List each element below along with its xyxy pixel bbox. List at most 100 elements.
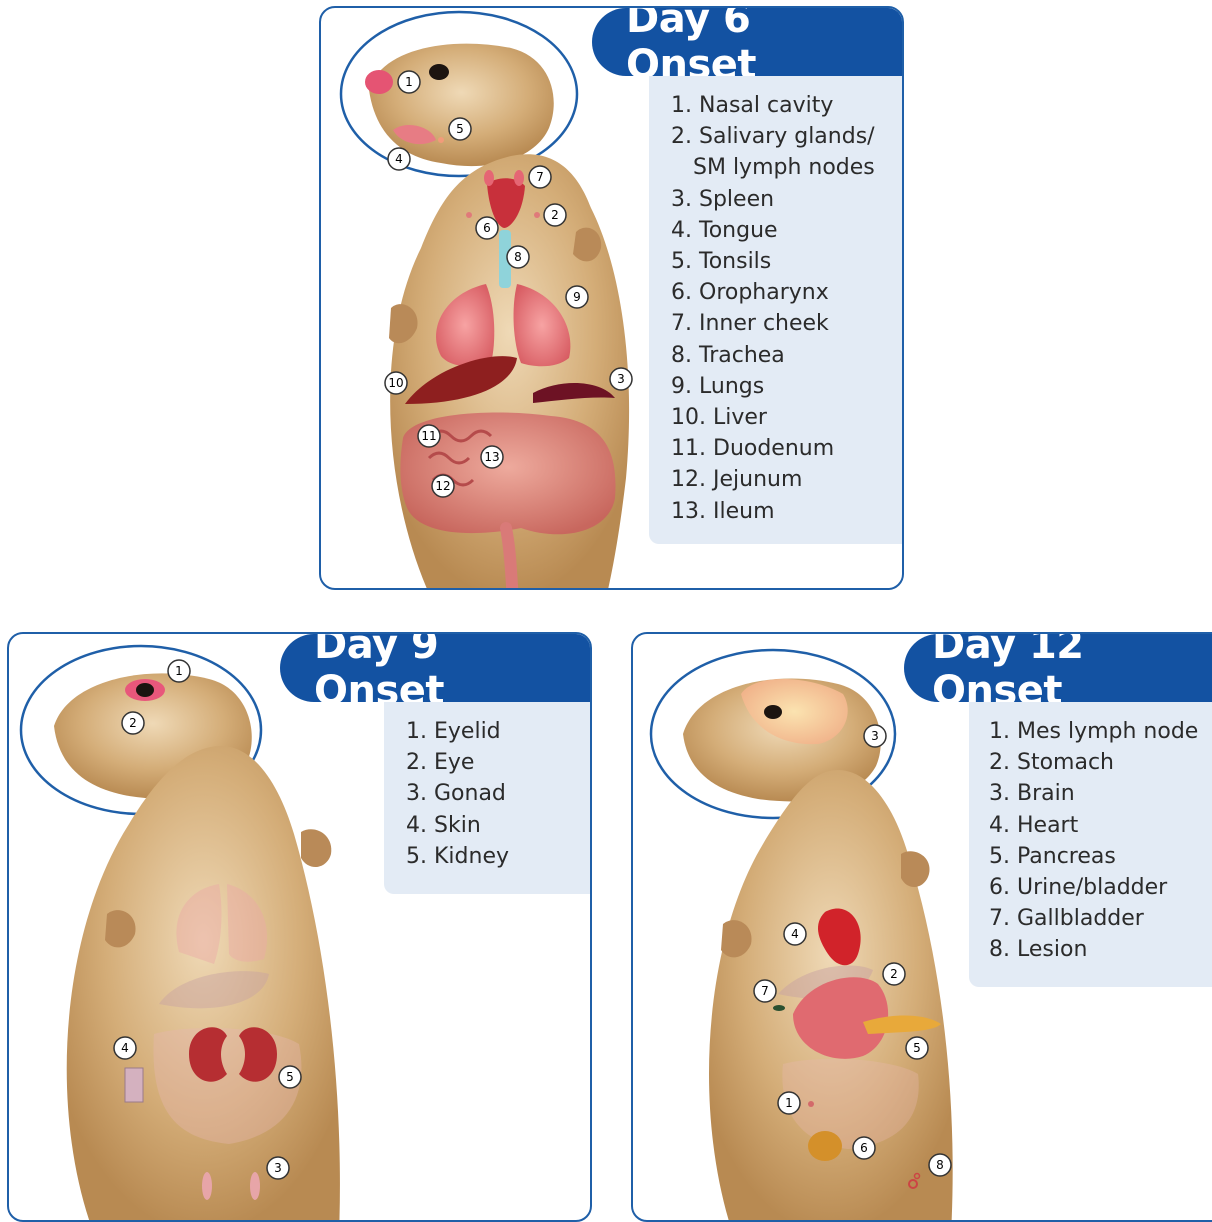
legend-item: 8. Trachea xyxy=(671,340,902,371)
marker-label: 7 xyxy=(761,984,769,998)
marker-circle: 9 xyxy=(566,286,588,308)
marker-label: 12 xyxy=(435,479,450,493)
marker-label: 2 xyxy=(129,716,137,730)
gonad-right xyxy=(250,1172,260,1200)
legend-text: Salivary glands/ xyxy=(699,124,875,149)
marker-circle: 6 xyxy=(853,1137,875,1159)
marker-circle: 5 xyxy=(449,118,471,140)
legend-item: 7. Gallbladder xyxy=(989,903,1212,934)
legend-text: Nasal cavity xyxy=(699,93,833,118)
legend-text: Lesion xyxy=(1017,937,1087,962)
legend-text: Duodenum xyxy=(713,436,834,461)
legend-text: Kidney xyxy=(434,844,509,869)
legend-item: 6. Urine/bladder xyxy=(989,872,1212,903)
legend-number: 2. xyxy=(989,747,1010,778)
marker-circle: 2 xyxy=(544,204,566,226)
legend-item: 5. Tonsils xyxy=(671,246,902,277)
marker-circle: 5 xyxy=(906,1037,928,1059)
marker-label: 6 xyxy=(860,1141,868,1155)
bladder-organ xyxy=(808,1131,842,1161)
legend-box: 1. Nasal cavity 2. Salivary glands/ SM l… xyxy=(649,76,902,544)
marker-circle: 3 xyxy=(610,368,632,390)
legend-number: 5. xyxy=(671,246,692,277)
legend-number: 3. xyxy=(989,778,1010,809)
legend-text: Heart xyxy=(1017,813,1078,838)
marker-circle: 7 xyxy=(754,980,776,1002)
panel-title: Day 6 Onset xyxy=(592,8,902,76)
inner-cheek-right xyxy=(514,170,524,186)
legend-number: 6. xyxy=(989,872,1010,903)
legend-number: 1. xyxy=(989,716,1010,747)
mes-lymph-node-organ xyxy=(808,1101,814,1107)
marker-circle: 1 xyxy=(778,1092,800,1114)
legend-item: 11. Duodenum xyxy=(671,433,902,464)
legend-number: 12. xyxy=(671,464,706,495)
legend-text: Ileum xyxy=(713,499,775,524)
marker-label: 8 xyxy=(936,1158,944,1172)
legend-text: Eyelid xyxy=(434,719,501,744)
legend-number: 3. xyxy=(406,778,427,809)
legend-item: 2. Eye xyxy=(406,747,590,778)
marker-circle: 3 xyxy=(864,725,886,747)
marker-label: 5 xyxy=(913,1041,921,1055)
legend-text: Liver xyxy=(713,405,767,430)
legend-text: Trachea xyxy=(699,343,785,368)
eye xyxy=(136,683,154,697)
marker-label: 8 xyxy=(514,250,522,264)
legend-item: 2. Salivary glands/ xyxy=(671,121,902,152)
marker-circle: 1 xyxy=(398,71,420,93)
salivary-gland-left xyxy=(466,212,472,218)
marker-label: 9 xyxy=(573,290,581,304)
legend-text: Eye xyxy=(434,750,474,775)
legend-text: Urine/bladder xyxy=(1017,875,1167,900)
legend-box: 1. Mes lymph node 2. Stomach 3. Brain 4.… xyxy=(969,702,1212,987)
salivary-gland-right xyxy=(534,212,540,218)
legend-item: 4. Skin xyxy=(406,810,590,841)
marker-label: 3 xyxy=(871,729,879,743)
legend-text: Oropharynx xyxy=(699,280,829,305)
legend-item: 3. Brain xyxy=(989,778,1212,809)
legend-number: 1. xyxy=(406,716,427,747)
legend-number: 9. xyxy=(671,371,692,402)
legend-number: 6. xyxy=(671,277,692,308)
legend-item: 7. Inner cheek xyxy=(671,308,902,339)
legend-number: 5. xyxy=(989,841,1010,872)
marker-label: 4 xyxy=(791,927,799,941)
legend-text: Lungs xyxy=(699,374,764,399)
legend-item: 4. Tongue xyxy=(671,215,902,246)
legend-text: Stomach xyxy=(1017,750,1114,775)
legend-text: Spleen xyxy=(699,187,774,212)
legend-number: 1. xyxy=(671,90,692,121)
marker-label: 7 xyxy=(536,170,544,184)
right-paw xyxy=(301,829,331,867)
marker-circle: 7 xyxy=(529,166,551,188)
marker-circle: 3 xyxy=(267,1157,289,1179)
marker-label: 3 xyxy=(274,1161,282,1175)
legend-list: 1. Mes lymph node 2. Stomach 3. Brain 4.… xyxy=(989,716,1212,966)
legend-number: 8. xyxy=(671,340,692,371)
marker-label: 1 xyxy=(785,1096,793,1110)
legend-item: 1. Nasal cavity xyxy=(671,90,902,121)
legend-number: 7. xyxy=(989,903,1010,934)
marker-circle: 4 xyxy=(114,1037,136,1059)
legend-item: 5. Kidney xyxy=(406,841,590,872)
legend-item: 3. Gonad xyxy=(406,778,590,809)
legend-item: 1. Mes lymph node xyxy=(989,716,1212,747)
legend-item: 2. Stomach xyxy=(989,747,1212,778)
marker-label: 5 xyxy=(286,1070,294,1084)
gonad-left xyxy=(202,1172,212,1200)
legend-item: 12. Jejunum xyxy=(671,464,902,495)
nasal-cavity-organ xyxy=(365,70,393,94)
marker-label: 13 xyxy=(484,450,499,464)
marker-label: 4 xyxy=(395,152,403,166)
legend-number: 3. xyxy=(671,184,692,215)
marker-label: 2 xyxy=(551,208,559,222)
legend-number: 2. xyxy=(406,747,427,778)
legend-number: 5. xyxy=(406,841,427,872)
legend-number: 7. xyxy=(671,308,692,339)
marker-circle: 5 xyxy=(279,1066,301,1088)
legend-item: 13. Ileum xyxy=(671,496,902,527)
marker-label: 6 xyxy=(483,221,491,235)
marker-circle: 11 xyxy=(418,425,440,447)
legend-text: SM lymph nodes xyxy=(693,155,875,180)
